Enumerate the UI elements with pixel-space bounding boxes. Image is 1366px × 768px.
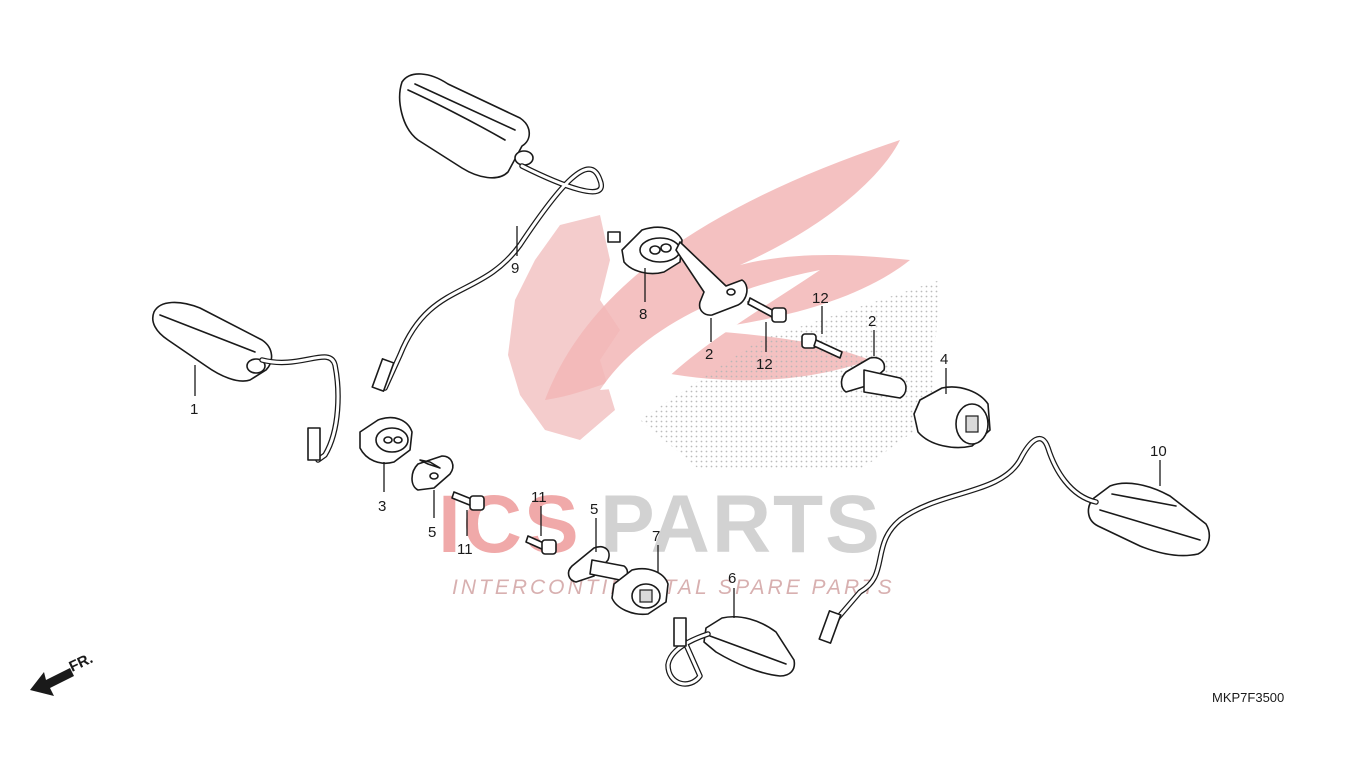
drawing-code: MKP7F3500 — [1212, 690, 1284, 705]
part-11-bolt-center[interactable] — [525, 535, 557, 555]
part-2-stay-right[interactable] — [840, 356, 907, 399]
part-2-stay-upper[interactable] — [675, 241, 748, 316]
callout-4: 4 — [940, 351, 948, 368]
callout-7: 7 — [652, 528, 660, 545]
callout-1: 1 — [190, 401, 198, 418]
part-5-stay-left[interactable] — [411, 455, 454, 491]
part-11-bolt-left[interactable] — [451, 491, 485, 511]
callout-11-center: 11 — [531, 489, 547, 506]
watermark-brand-right: PARTS — [600, 479, 882, 570]
part-7-socket-center[interactable] — [611, 568, 669, 616]
callout-2-right: 2 — [868, 313, 876, 330]
callout-10: 10 — [1150, 443, 1167, 460]
callout-9: 9 — [511, 260, 519, 277]
watermark-wing-logo — [545, 140, 940, 470]
part-10-turn-signal-front-right[interactable] — [818, 435, 1211, 644]
callout-2-upper: 2 — [705, 346, 713, 363]
part-12-bolt-lower[interactable] — [801, 333, 843, 359]
part-3-grommet[interactable] — [359, 416, 413, 464]
part-8-grommet[interactable] — [607, 226, 683, 275]
callout-11-left: 11 — [457, 541, 473, 558]
leader-lines — [194, 226, 1161, 618]
callout-6: 6 — [728, 570, 736, 587]
part-12-bolt-upper[interactable] — [747, 297, 787, 323]
front-direction-label: FR. — [67, 650, 96, 676]
callouts: 1 2 2 3 4 5 5 6 7 8 9 10 11 11 12 12 — [190, 260, 1167, 587]
part-9-turn-signal-rear-left[interactable] — [371, 73, 604, 392]
part-5-stay-center[interactable] — [567, 545, 629, 583]
callout-12-lower: 12 — [756, 356, 773, 373]
callout-5-left: 5 — [428, 524, 436, 541]
callout-5-center: 5 — [590, 501, 598, 518]
part-4-socket-right[interactable] — [913, 386, 991, 449]
part-6-turn-signal-rear-right[interactable] — [665, 616, 796, 687]
watermark-tagline: INTERCONTINENTAL SPARE PARTS — [452, 576, 895, 599]
callout-12-upper: 12 — [812, 290, 829, 307]
front-direction-arrow: FR. — [30, 650, 96, 696]
callout-3: 3 — [378, 498, 386, 515]
part-1-turn-signal-front-left[interactable] — [152, 301, 341, 463]
callout-8: 8 — [639, 306, 647, 323]
